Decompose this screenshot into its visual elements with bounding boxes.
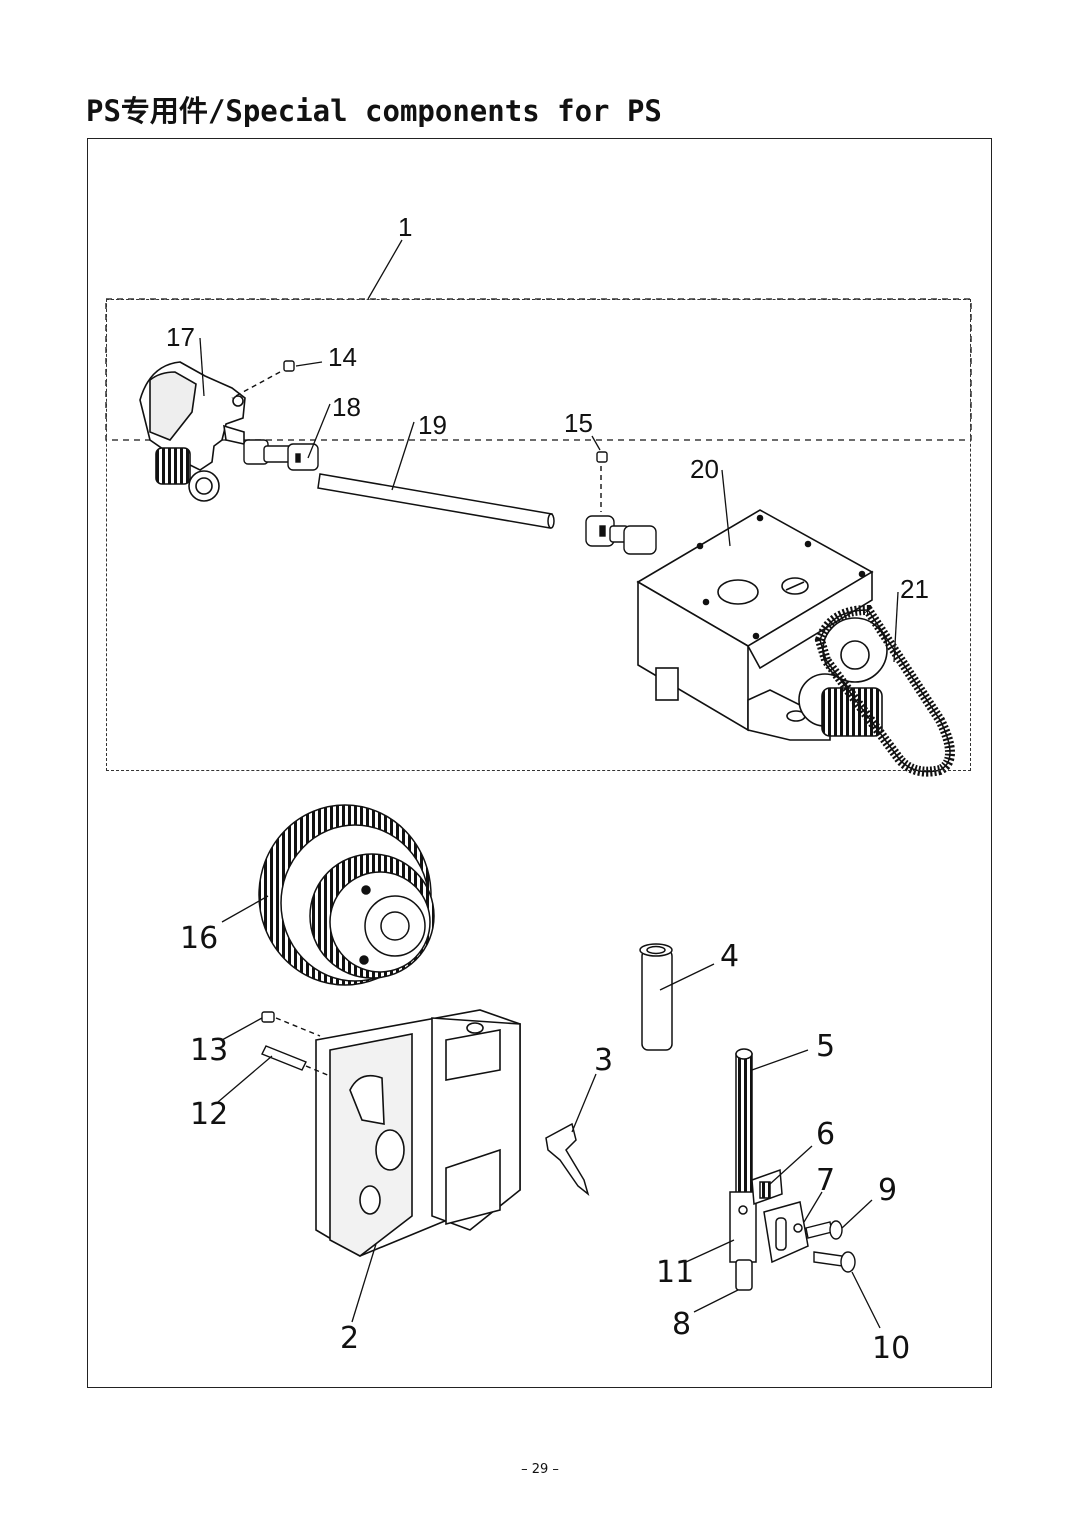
- part-11-block: [729, 1191, 757, 1263]
- part-5-threaded-rod: [735, 1048, 753, 1197]
- part-15-screw: [596, 451, 608, 512]
- callout-8: 8: [672, 1307, 691, 1342]
- callout-16: 16: [180, 921, 218, 956]
- diagram-frame: [87, 138, 992, 1388]
- part-2-mounting-plate: [315, 1009, 521, 1257]
- callout-12: 12: [190, 1097, 228, 1132]
- part-12-pin: [261, 1045, 331, 1077]
- callout-14: 14: [328, 342, 357, 372]
- part-10-screw: [813, 1251, 856, 1273]
- callout-4: 4: [720, 939, 739, 974]
- part-20-gearbox: [636, 509, 888, 741]
- part-7-bracket: [763, 1201, 809, 1264]
- callout-19: 19: [418, 410, 447, 440]
- callout-1: 1: [398, 212, 412, 242]
- part-9-screw: [805, 1220, 843, 1240]
- callout-17: 17: [166, 322, 195, 352]
- part-4-sleeve: [639, 943, 673, 1051]
- page-title: PS专用件/Special components for PS: [86, 94, 662, 128]
- page-number: – 29 –: [521, 1462, 559, 1477]
- callout-10: 10: [872, 1331, 910, 1366]
- callout-13: 13: [190, 1033, 228, 1068]
- callout-5: 5: [816, 1029, 835, 1064]
- callout-7: 7: [816, 1163, 835, 1198]
- part-6-clamp: [751, 1168, 783, 1206]
- callout-20: 20: [690, 454, 719, 484]
- part-14-screw: [231, 360, 295, 399]
- part-16-pulley: [258, 804, 435, 986]
- callout-9: 9: [878, 1173, 897, 1208]
- universal-joint-gearbox-side: [585, 515, 657, 555]
- callout-2: 2: [340, 1321, 359, 1356]
- callout-21: 21: [900, 574, 929, 604]
- part-21-timing-belt: [814, 604, 955, 777]
- callout-15: 15: [564, 408, 593, 438]
- callout-3: 3: [594, 1043, 613, 1078]
- part-17-bracket: [139, 361, 246, 502]
- callout-6: 6: [816, 1117, 835, 1152]
- sub-assembly-1-region: [106, 299, 971, 771]
- leader-lines: [199, 239, 899, 1329]
- callout-18: 18: [332, 392, 361, 422]
- part-3-lever: [545, 1122, 590, 1197]
- callout-11: 11: [656, 1255, 694, 1290]
- part-19-shaft: [317, 473, 555, 529]
- part-8-lower-shaft: [735, 1259, 753, 1291]
- part-13-screw: [261, 1011, 321, 1037]
